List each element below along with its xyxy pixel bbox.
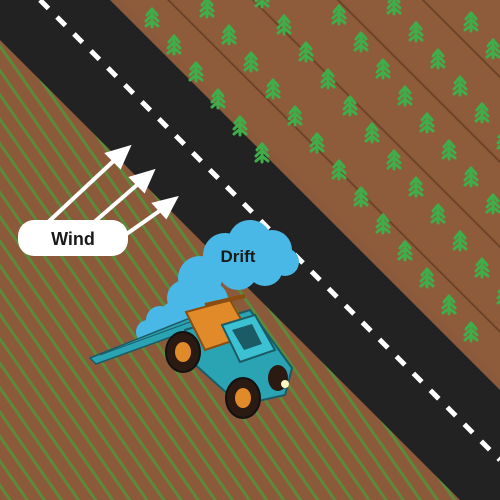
tractor-sprayer-icon: [165, 294, 294, 419]
plant-icon: [298, 41, 314, 63]
plant-icon: [287, 105, 303, 127]
crop-plants: [144, 0, 500, 343]
plant-icon: [265, 78, 281, 100]
plant-icon: [353, 31, 369, 53]
arrow-icon-head: [128, 168, 156, 194]
plant-icon: [430, 48, 446, 70]
plant-icon: [320, 68, 336, 90]
plant-icon: [408, 21, 424, 43]
plant-icon: [309, 132, 325, 154]
plant-icon: [463, 321, 479, 343]
plant-icon: [375, 213, 391, 235]
plant-icon: [474, 102, 490, 124]
plant-icon: [463, 11, 479, 33]
arrow-icon-head: [151, 195, 179, 220]
plant-icon: [144, 7, 160, 29]
plant-icon: [188, 61, 204, 83]
plant-icon: [386, 149, 402, 171]
plant-icon: [419, 267, 435, 289]
plant-icon: [243, 51, 259, 73]
plant-icon: [386, 0, 402, 16]
plant-icon: [210, 88, 226, 110]
plant-icon: [430, 203, 446, 225]
plant-icon: [353, 186, 369, 208]
plant-icon: [254, 0, 270, 9]
plant-icon: [452, 75, 468, 97]
plant-icon: [254, 142, 270, 164]
plant-icon: [419, 112, 435, 134]
plant-icon: [485, 38, 500, 60]
arrow-icon-head: [104, 144, 132, 170]
plant-icon: [441, 294, 457, 316]
plant-icon: [199, 0, 215, 19]
plant-icon: [375, 58, 391, 80]
plant-icon: [463, 166, 479, 188]
plant-icon: [364, 122, 380, 144]
plant-icon: [221, 24, 237, 46]
plant-icon: [166, 34, 182, 56]
plant-icon: [331, 159, 347, 181]
arrow-icon: [43, 153, 122, 227]
plant-icon: [397, 85, 413, 107]
plant-icon: [397, 240, 413, 262]
wind-label-bg: [18, 220, 128, 256]
plant-icon: [452, 230, 468, 252]
plant-icon: [441, 139, 457, 161]
wind-label: Wind: [51, 229, 95, 249]
plant-icon: [342, 95, 358, 117]
plant-icon: [232, 115, 248, 137]
plant-icon: [276, 14, 292, 36]
plant-icon: [485, 193, 500, 215]
plant-icon: [408, 176, 424, 198]
plant-icon: [331, 4, 347, 26]
plant-icon: [474, 257, 490, 279]
drift-label: Drift: [221, 247, 256, 266]
